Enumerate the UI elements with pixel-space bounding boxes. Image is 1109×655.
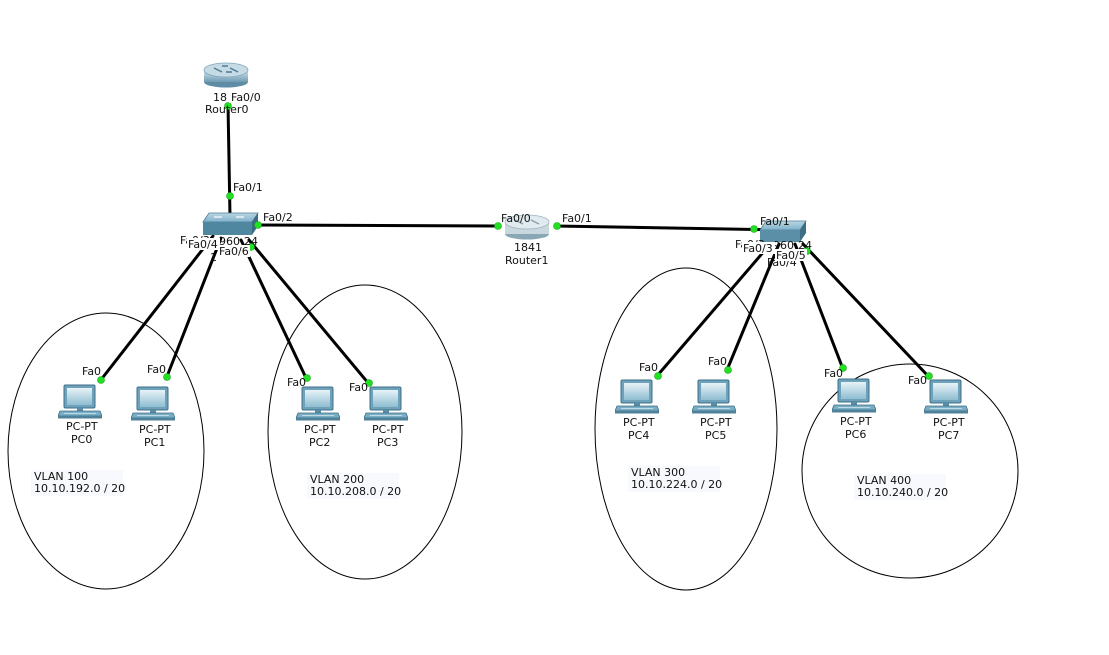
pc3-name-label: PC3 xyxy=(377,436,398,449)
pc2-port-label: Fa0 xyxy=(287,376,306,389)
vlan-200-network: 10.10.208.0 / 20 xyxy=(310,485,401,498)
pc1-name-label: PC1 xyxy=(144,436,165,449)
pc2-type-label: PC-PT xyxy=(304,423,336,436)
pc7-port-label: Fa0 xyxy=(908,374,927,387)
vlan-200-label: VLAN 200 10.10.208.0 / 20 xyxy=(307,473,401,499)
pc1-type-label: PC-PT xyxy=(139,423,171,436)
router1-device[interactable] xyxy=(504,214,550,240)
switch0-overlap-label-b: 960-24 xyxy=(219,235,258,248)
link-switch1-pc4[interactable] xyxy=(655,240,774,378)
pc3-port-label: Fa0 xyxy=(349,381,368,394)
pc3-device[interactable] xyxy=(364,386,408,421)
switch1-port-fa01-label: Fa0/1 xyxy=(760,215,790,228)
pc0-device[interactable] xyxy=(58,384,102,419)
link-switch1-pc7[interactable] xyxy=(801,242,931,379)
vlan-200-name: VLAN 200 xyxy=(310,473,364,486)
vlan-200-area xyxy=(267,284,463,580)
vlan-400-name: VLAN 400 xyxy=(857,474,911,487)
link-switch0-pc3[interactable] xyxy=(247,238,371,386)
switch0-port-fa04-label: Fa0/4 xyxy=(188,238,218,251)
vlan-300-name: VLAN 300 xyxy=(631,466,685,479)
switch0-overlap-label-c: 1 xyxy=(210,251,217,264)
pc1-device[interactable] xyxy=(131,386,175,421)
switch0-port-fa02-label: Fa0/2 xyxy=(263,211,293,224)
port-status-indicators xyxy=(97,102,933,387)
pc2-name-label: PC2 xyxy=(309,436,330,449)
pc4-device[interactable] xyxy=(615,379,659,414)
pc7-type-label: PC-PT xyxy=(933,416,965,429)
vlan-100-area xyxy=(7,312,205,590)
router0-name-label: Router0 xyxy=(205,103,248,116)
pc5-device[interactable] xyxy=(692,379,736,414)
pc7-name-label: PC7 xyxy=(938,429,959,442)
switch0-device[interactable] xyxy=(202,212,259,235)
vlan-boundaries xyxy=(7,267,1019,591)
pc0-type-label: PC-PT xyxy=(66,420,98,433)
switch1-overlap-label-b: 960-24 xyxy=(773,239,812,252)
pc6-type-label: PC-PT xyxy=(840,415,872,428)
pc4-port-label: Fa0 xyxy=(639,361,658,374)
vlan-300-label: VLAN 300 10.10.224.0 / 20 xyxy=(628,466,722,492)
pc4-type-label: PC-PT xyxy=(623,416,655,429)
switch1-port-fa05-label: Fa0/5 xyxy=(776,249,806,262)
router0-port-fa00-label: Fa0/0 xyxy=(231,91,261,104)
vlan-300-network: 10.10.224.0 / 20 xyxy=(631,478,722,491)
pc5-name-label: PC5 xyxy=(705,429,726,442)
link-switch1-pc5[interactable] xyxy=(725,242,781,372)
pc1-port-label: Fa0 xyxy=(147,363,166,376)
pc7-device[interactable] xyxy=(924,379,968,414)
vlan-400-network: 10.10.240.0 / 20 xyxy=(857,486,948,499)
pc5-port-label: Fa0 xyxy=(708,355,727,368)
network-links xyxy=(98,102,931,386)
pc0-port-label: Fa0 xyxy=(82,365,101,378)
pc2-device[interactable] xyxy=(296,386,340,421)
vlan-100-network: 10.10.192.0 / 20 xyxy=(34,482,125,495)
vlan-100-label: VLAN 100 10.10.192.0 / 20 xyxy=(31,470,125,496)
link-switch0-router1[interactable] xyxy=(256,223,500,228)
link-switch0-pc0[interactable] xyxy=(98,234,215,383)
pc5-type-label: PC-PT xyxy=(700,416,732,429)
link-router1-switch1[interactable] xyxy=(554,224,784,232)
pc3-type-label: PC-PT xyxy=(372,423,404,436)
switch1-device[interactable] xyxy=(759,220,807,242)
pc6-name-label: PC6 xyxy=(845,428,866,441)
pc0-name-label: PC0 xyxy=(71,433,92,446)
vlan-400-area xyxy=(801,363,1019,579)
router0-model-label: 18 xyxy=(213,91,227,104)
pc6-device[interactable] xyxy=(832,378,876,413)
vlan-400-label: VLAN 400 10.10.240.0 / 20 xyxy=(854,474,948,500)
pc4-name-label: PC4 xyxy=(628,429,649,442)
vlan-300-area xyxy=(594,267,778,591)
vlan-100-name: VLAN 100 xyxy=(34,470,88,483)
link-switch0-pc1[interactable] xyxy=(164,236,223,381)
switch0-port-fa06-label: Fa0/6 xyxy=(219,245,249,258)
link-switch1-pc6[interactable] xyxy=(793,242,845,371)
router1-port-fa01-label: Fa0/1 xyxy=(562,212,592,225)
router1-port-fa00-label: Fa0/0 xyxy=(501,212,531,225)
router0-device[interactable] xyxy=(203,62,249,88)
pc6-port-label: Fa0 xyxy=(824,367,843,380)
router1-model-label: 1841 xyxy=(514,241,542,254)
link-switch0-pc2[interactable] xyxy=(239,238,309,382)
switch0-port-fa01-label: Fa0/1 xyxy=(233,181,263,194)
router1-name-label: Router1 xyxy=(505,254,548,267)
switch1-port-fa03-label: Fa0/3 xyxy=(743,242,773,255)
